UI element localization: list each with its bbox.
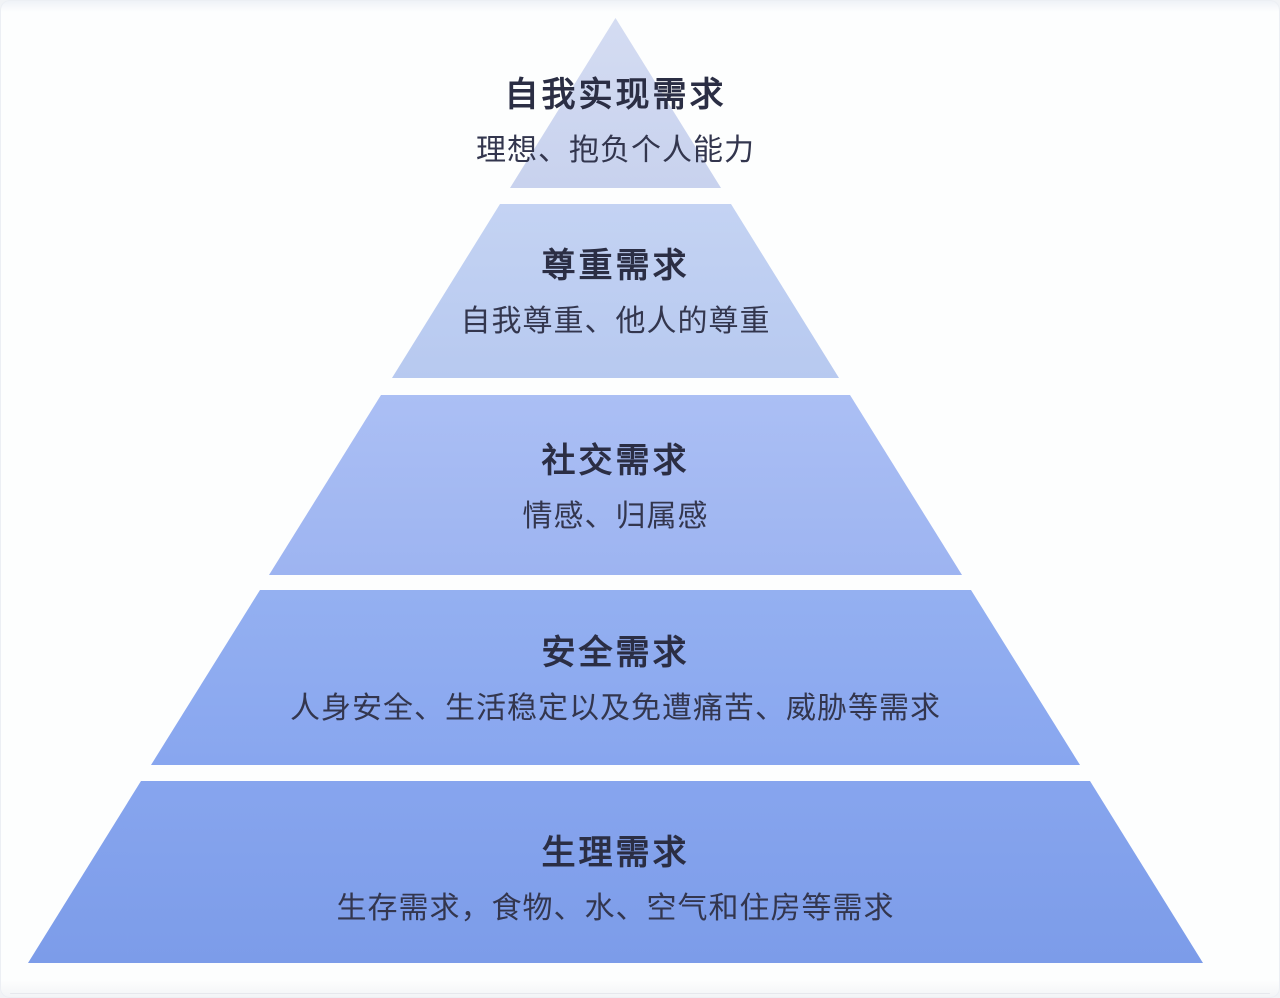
- pyramid-level-5-shape: [28, 781, 1203, 963]
- pyramid-level-4-shape: [151, 590, 1080, 765]
- pyramid-level-2-shape: [392, 204, 839, 378]
- pyramid-level-1-shape: [510, 18, 721, 188]
- pyramid-level-3-shape: [269, 395, 962, 575]
- needs-pyramid: [28, 18, 1203, 963]
- card-bottom-edge: [10, 993, 1270, 994]
